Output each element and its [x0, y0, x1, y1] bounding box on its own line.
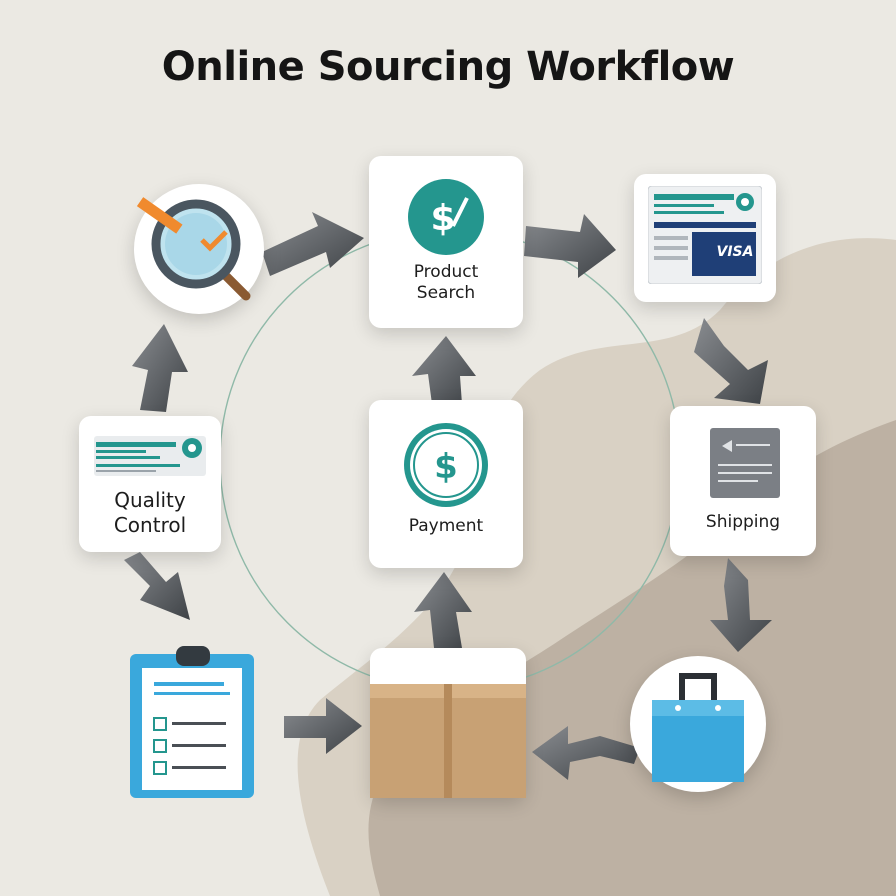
arrow-box-to-payment: [414, 572, 472, 648]
checklist-clipboard-icon: [130, 646, 254, 798]
quality-control-label: Quality Control: [79, 488, 221, 538]
svg-text:$: $: [434, 447, 458, 487]
dollar-search-icon: $: [408, 179, 484, 255]
package-node[interactable]: [370, 648, 526, 798]
magnifier-icon: [136, 197, 251, 301]
payment-node[interactable]: $ Payment: [369, 400, 523, 568]
arrow-to-shipping: [694, 318, 768, 404]
quality-control-label-line2: Control: [113, 513, 187, 537]
product-search-node[interactable]: $ Product Search: [369, 156, 523, 328]
quality-control-node[interactable]: Quality Control: [79, 416, 221, 552]
dollar-seal-icon: $: [404, 423, 488, 507]
page-title: Online Sourcing Workflow: [161, 44, 735, 90]
arrow-from-checklist: [284, 698, 362, 754]
shopping-bag-node[interactable]: [630, 656, 766, 792]
search-node[interactable]: [134, 184, 264, 314]
product-search-label-line2: Search: [416, 283, 476, 304]
product-search-label-line1: Product: [413, 262, 479, 282]
arrow-payment-to-search: [412, 336, 476, 404]
arrow-to-box: [532, 726, 640, 780]
shipping-label-icon: [710, 428, 780, 498]
arrow-to-product-search: [262, 212, 364, 276]
payment-label: Payment: [408, 516, 484, 536]
cardboard-box-icon: [370, 684, 526, 798]
arrow-to-payment-card: [524, 214, 616, 278]
shipping-node[interactable]: Shipping: [670, 406, 816, 556]
shopping-bag-icon: [652, 673, 744, 782]
shipping-label: Shipping: [705, 512, 781, 532]
payment-card-node[interactable]: VISA: [634, 174, 776, 302]
document-icon: [94, 436, 206, 476]
credit-card-icon: [648, 186, 762, 284]
arrow-qc-to-magnifier: [132, 324, 188, 412]
card-brand-text: VISA: [716, 244, 754, 260]
arrow-qc-to-checklist: [124, 552, 190, 620]
product-search-label: Product Search: [369, 262, 523, 305]
quality-control-label-line1: Quality: [114, 488, 186, 512]
arrow-to-bag: [710, 558, 772, 652]
svg-text:$: $: [430, 198, 455, 239]
